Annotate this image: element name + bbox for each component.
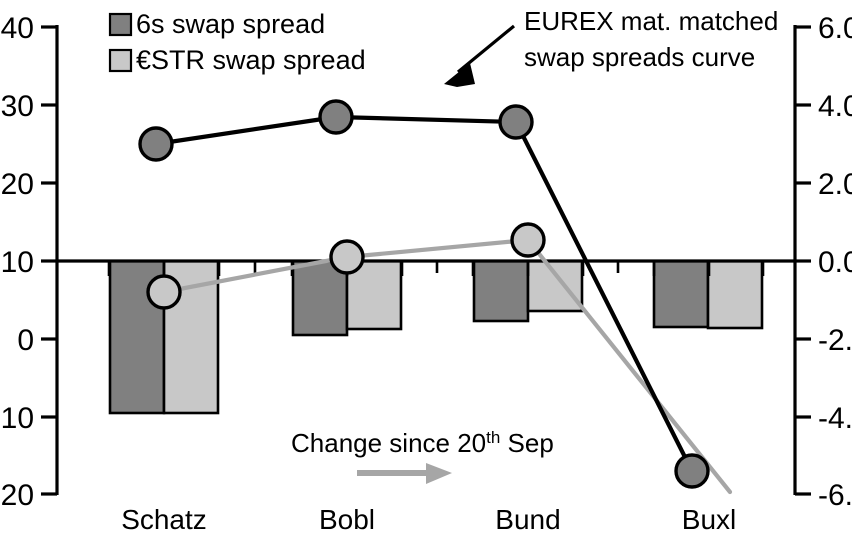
series-eurex-curve	[138, 99, 710, 489]
left-axis-tick-label: 30	[1, 90, 34, 123]
callout-annotation: EUREX mat. matched swap spreads curve	[444, 6, 778, 87]
left-axis-tick-label: 20	[1, 168, 34, 201]
series-change-since-line	[146, 222, 733, 495]
dark-series-path	[153, 114, 695, 474]
change-arrow-head-icon	[426, 463, 452, 484]
bar-bobl-estr	[345, 259, 403, 331]
left-axis-tick-label: -20	[0, 479, 34, 512]
bar-bund-estr	[526, 259, 584, 313]
callout-line-1: EUREX mat. matched	[524, 6, 778, 36]
grey-marker-bobl	[329, 239, 365, 275]
change-note-superscript: th	[486, 428, 500, 447]
change-note-before: Change since 20	[291, 428, 486, 458]
grey-marker-bund	[510, 222, 546, 258]
callout-arrowhead-icon	[444, 63, 475, 87]
right-axis-tick-label: 4.0	[818, 90, 852, 123]
x-axis-category-labels: Schatz Bobl Bund Buxl	[121, 504, 736, 535]
category-label-bobl: Bobl	[319, 504, 375, 535]
dark-marker-buxl	[674, 453, 710, 489]
legend-label-estr: €STR swap spread	[136, 45, 366, 75]
dark-marker-schatz	[138, 126, 174, 162]
category-label-bund: Bund	[495, 504, 560, 535]
dark-marker-bobl	[318, 99, 354, 135]
bar-buxl-estr	[706, 259, 764, 330]
left-axis-tick-label: 10	[1, 246, 34, 279]
grey-marker-schatz	[146, 274, 182, 310]
right-axis-tick-label: -4.0	[818, 402, 852, 435]
legend-swatch-6s-icon	[108, 12, 133, 37]
right-axis-tick-label: -6.0	[818, 479, 852, 512]
right-axis-tick-label: -2.0	[818, 324, 852, 357]
legend: 6s swap spread €STR swap spread	[108, 9, 366, 75]
callout-line-2: swap spreads curve	[524, 42, 755, 72]
right-axis: 6.0 4.0 2.0 0.0 -2.0 -4.0 -6.0	[793, 12, 852, 512]
right-axis-tick-label: 2.0	[818, 168, 852, 201]
change-note-text: Change since 20th Sep	[291, 428, 554, 458]
left-axis-tick-label: -10	[0, 402, 34, 435]
bar-buxl-6s	[652, 259, 710, 329]
legend-swatch-estr-icon	[108, 48, 133, 73]
callout-arrow-icon	[456, 24, 516, 74]
x-tick-group	[107, 261, 765, 276]
left-axis-tick-label: 0	[17, 324, 34, 357]
right-axis-tick-label: 6.0	[818, 12, 852, 45]
change-since-annotation: Change since 20th Sep	[291, 428, 554, 484]
dark-marker-bund	[498, 104, 534, 140]
left-axis: 40 30 20 10 0 -10 -20	[0, 12, 59, 512]
legend-label-6s: 6s swap spread	[136, 9, 325, 39]
change-note-after: Sep	[500, 428, 554, 458]
category-label-schatz: Schatz	[121, 504, 207, 535]
bar-bobl-6s	[291, 259, 349, 337]
grey-series-path	[161, 237, 733, 495]
category-label-buxl: Buxl	[682, 504, 736, 535]
bar-bund-6s	[472, 259, 530, 323]
right-axis-tick-label: 0.0	[818, 246, 852, 279]
left-axis-tick-label: 40	[1, 12, 34, 45]
